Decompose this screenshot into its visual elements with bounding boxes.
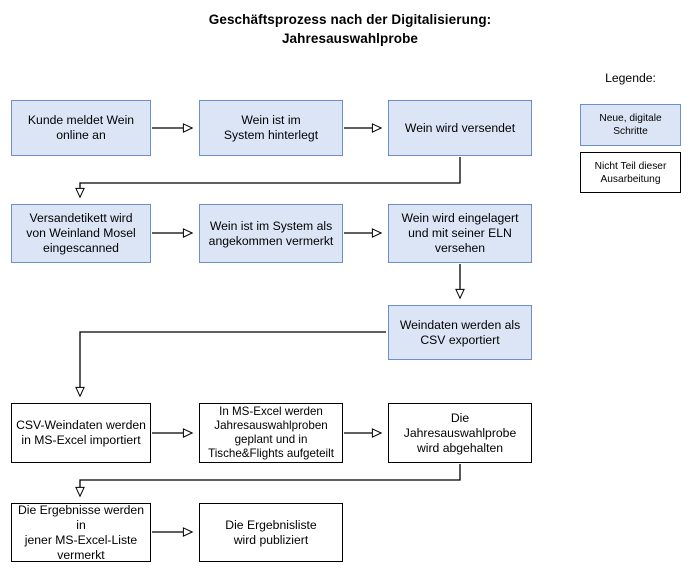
process-node-n7: Weindaten werden als CSV exportiert — [388, 305, 532, 360]
process-node-n12: Die Ergebnisliste wird publiziert — [199, 503, 343, 562]
process-node-n10: Die Jahresauswahlprobe wird abgehalten — [388, 403, 532, 463]
legend-item-not-part-of-work: Nicht Teil dieser Ausarbeitung — [580, 152, 681, 193]
title-line-2: Jahresauswahlprobe — [281, 31, 419, 46]
edge-n7-to-n8 — [75, 331, 386, 398]
process-node-n6: Wein wird eingelagert und mit seiner ELN… — [388, 204, 532, 263]
title-line-1: Geschäftsprozess nach der Digitalisierun… — [208, 12, 492, 27]
legend-heading: Legende: — [605, 71, 656, 85]
legend-item-new-digital-steps: Neue, digitale Schritte — [580, 104, 681, 146]
edge-n10-to-n11 — [75, 464, 461, 498]
process-node-n5: Wein ist im System als angekommen vermer… — [199, 204, 343, 263]
process-node-n1: Kunde meldet Wein online an — [11, 100, 151, 156]
process-node-n9: In MS-Excel werden Jahresauswahlproben g… — [199, 403, 343, 463]
process-node-n3: Wein wird versendet — [388, 100, 532, 156]
process-node-n2: Wein ist im System hinterlegt — [199, 100, 343, 156]
edge-n3-to-n4 — [75, 157, 461, 199]
process-node-n8: CSV-Weindaten werden in MS-Excel importi… — [11, 403, 151, 463]
process-node-n11: Die Ergebnisse werden in jener MS-Excel-… — [11, 503, 151, 562]
process-node-n4: Versandetikett wird von Weinland Mosel e… — [11, 204, 151, 263]
page-title: Geschäftsprozess nach der Digitalisierun… — [150, 10, 550, 48]
